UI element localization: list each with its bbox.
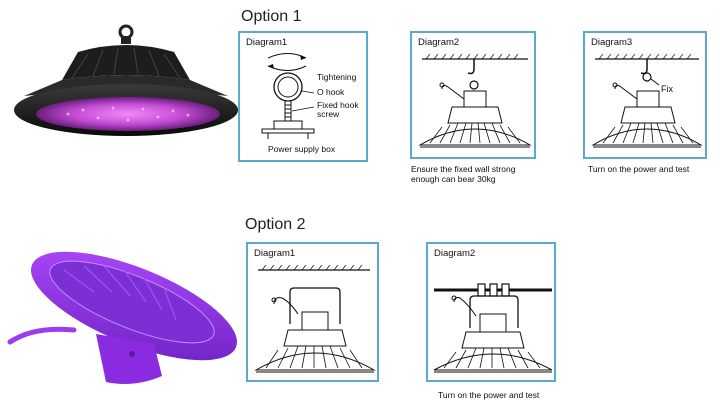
fix-label: Fix: [661, 84, 673, 94]
option2-diagram2-title: Diagram2: [434, 248, 476, 259]
option2-title: Option 2: [245, 216, 306, 233]
option2-diagram2-panel: Diagram2: [426, 242, 556, 382]
option2-diagram1-panel: Diagram1: [246, 242, 379, 382]
option1-diagram3-title: Diagram3: [591, 37, 633, 48]
option2-diagram1-title: Diagram1: [254, 248, 296, 259]
o-hook-label: O hook: [317, 87, 345, 97]
option1-diagram2-panel: Diagram2: [410, 31, 536, 159]
option1-diagram3-caption: Turn on the power and test: [588, 164, 690, 174]
hook-assembly-drawing: [261, 53, 315, 139]
rail-mounted-lamp-drawing: [433, 283, 553, 373]
option1-diagram1-panel: Diagram1 Tightening O hook Fixed hook sc…: [238, 31, 368, 162]
option1-diagram2-caption: Ensure the fixed wall strong enough can …: [411, 164, 516, 184]
option1-diagram1-title: Diagram1: [246, 37, 288, 48]
ufo-lamp-purple-image: [4, 236, 237, 396]
ufo-lamp-black-image: [8, 22, 240, 142]
option2-diagram2-caption: Turn on the power and test: [438, 390, 540, 400]
fixed-lamp-drawing: [591, 53, 703, 148]
power-supply-box-label: Power supply box: [268, 144, 336, 154]
option1-diagram3-panel: Diagram3 Fix: [583, 31, 707, 159]
option1-title: Option 1: [241, 8, 302, 25]
hook-mounted-lamp-drawing: [418, 53, 532, 148]
option1-diagram2-title: Diagram2: [418, 37, 460, 48]
fixed-hook-screw-label: Fixed hook screw: [317, 100, 359, 119]
bracket-mounted-lamp-drawing: [254, 264, 376, 373]
tightening-label: Tightening: [317, 72, 357, 82]
